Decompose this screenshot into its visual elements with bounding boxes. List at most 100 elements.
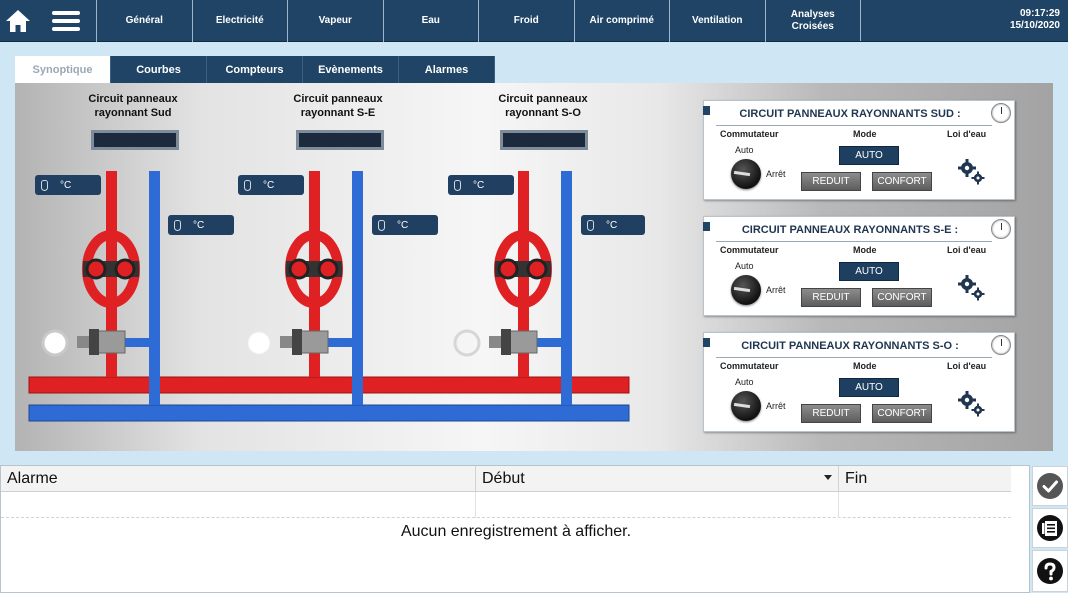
alarm-filter-row xyxy=(1,492,1011,518)
filter-debut[interactable] xyxy=(476,492,839,518)
schedule-clock-icon[interactable] xyxy=(991,219,1011,239)
commutateur-label: Commutateur xyxy=(720,129,779,139)
confort-button[interactable]: CONFORT xyxy=(872,288,932,307)
tab-courbes[interactable]: Courbes xyxy=(111,56,207,83)
reduit-button[interactable]: REDUIT xyxy=(801,404,861,423)
panel-circuit-sud: CIRCUIT PANNEAUX RAYONNANTS SUD : Commut… xyxy=(703,100,1015,200)
valve-indicator xyxy=(41,329,69,357)
circuit-sud-display xyxy=(91,130,179,150)
temp-return-so[interactable]: °C xyxy=(581,215,645,235)
circuit-so-display xyxy=(500,130,588,150)
loi-label: Loi d'eau xyxy=(947,361,987,371)
hot-header-pipe xyxy=(28,376,630,394)
alarm-table-header: Alarme Début Fin xyxy=(1,466,1011,492)
top-navigation: Général Electricité Vapeur Eau Froid Air… xyxy=(0,0,1068,42)
help-icon xyxy=(1037,558,1063,584)
temp-return-se[interactable]: °C xyxy=(372,215,438,235)
circuit-se-display xyxy=(296,130,384,150)
temp-supply-se[interactable]: °C xyxy=(238,175,304,195)
panel-title: CIRCUIT PANNEAUX RAYONNANTS S-E : xyxy=(741,224,959,236)
clock-time: 09:17:29 xyxy=(1019,8,1060,19)
nav-electricite[interactable]: Electricité xyxy=(191,0,288,42)
tab-synoptique[interactable]: Synoptique xyxy=(15,56,111,83)
selector-knob[interactable] xyxy=(731,275,761,305)
switch-auto-label: Auto xyxy=(735,145,754,155)
confort-button[interactable]: CONFORT xyxy=(872,404,932,423)
commutateur-label: Commutateur xyxy=(720,245,779,255)
schedule-clock-icon[interactable] xyxy=(991,103,1011,123)
panel-circuit-so: CIRCUIT PANNEAUX RAYONNANTS S-O : Commut… xyxy=(703,332,1015,432)
cold-header-pipe xyxy=(28,404,630,422)
nav-air-comprime[interactable]: Air comprimé xyxy=(573,0,670,42)
switch-arret-label: Arrêt xyxy=(766,401,786,411)
column-alarme[interactable]: Alarme xyxy=(1,466,476,492)
switch-arret-label: Arrêt xyxy=(766,285,786,295)
temp-supply-so[interactable]: °C xyxy=(448,175,514,195)
auto-button[interactable]: AUTO xyxy=(839,262,899,281)
acknowledge-button[interactable] xyxy=(1032,466,1068,506)
nav-eau[interactable]: Eau xyxy=(382,0,479,42)
selector-knob[interactable] xyxy=(731,391,761,421)
valve-indicator xyxy=(453,329,481,357)
selector-knob[interactable] xyxy=(731,159,761,189)
loi-label: Loi d'eau xyxy=(947,245,987,255)
gears-icon[interactable] xyxy=(957,273,985,301)
column-debut[interactable]: Début xyxy=(476,466,839,492)
menu-button[interactable] xyxy=(36,0,96,42)
column-debut-label: Début xyxy=(482,470,525,487)
mode-label: Mode xyxy=(853,245,877,255)
circuit-se-title: Circuit panneaux rayonnant S-E xyxy=(293,93,383,119)
nav-ventilation[interactable]: Ventilation xyxy=(669,0,765,42)
circuit-so-title: Circuit panneaux rayonnant S-O xyxy=(498,93,588,119)
list-report-icon xyxy=(1037,515,1063,541)
nav-vapeur[interactable]: Vapeur xyxy=(287,0,383,42)
filter-alarme[interactable] xyxy=(1,492,476,518)
circuit-se-hydraulics xyxy=(247,171,363,405)
commutateur-label: Commutateur xyxy=(720,361,779,371)
nav-analyses-croisees[interactable]: Analyses Croisées xyxy=(764,0,861,42)
temp-supply-sud[interactable]: °C xyxy=(35,175,101,195)
hamburger-icon xyxy=(52,11,80,31)
thermometer-icon xyxy=(244,179,251,191)
switch-auto-label: Auto xyxy=(735,261,754,271)
column-fin[interactable]: Fin xyxy=(845,470,868,487)
reduit-button[interactable]: REDUIT xyxy=(801,288,861,307)
clock-date: 15/10/2020 xyxy=(1009,20,1060,31)
circuit-sud-title: Circuit panneaux rayonnant Sud xyxy=(88,93,178,119)
tab-compteurs[interactable]: Compteurs xyxy=(207,56,303,83)
tab-alarmes[interactable]: Alarmes xyxy=(399,56,495,83)
report-button[interactable] xyxy=(1032,508,1068,548)
tab-evenements[interactable]: Evènements xyxy=(303,56,399,83)
valve-indicator xyxy=(247,331,271,355)
thermometer-icon xyxy=(174,219,181,231)
temp-return-sud[interactable]: °C xyxy=(168,215,234,235)
filter-fin[interactable] xyxy=(839,492,1011,518)
auto-button[interactable]: AUTO xyxy=(839,146,899,165)
help-button[interactable] xyxy=(1032,550,1068,592)
switch-arret-label: Arrêt xyxy=(766,169,786,179)
sort-desc-icon xyxy=(824,475,832,480)
nav-froid[interactable]: Froid xyxy=(478,0,574,42)
clock: 09:17:29 15/10/2020 xyxy=(958,0,1068,41)
sub-tabs: Synoptique Courbes Compteurs Evènements … xyxy=(15,56,495,83)
hydraulic-diagram xyxy=(28,171,630,422)
thermometer-icon xyxy=(587,219,594,231)
reduit-button[interactable]: REDUIT xyxy=(801,172,861,191)
home-icon xyxy=(6,10,30,32)
thermometer-icon xyxy=(454,179,461,191)
check-circle-icon xyxy=(1037,473,1063,499)
confort-button[interactable]: CONFORT xyxy=(872,172,932,191)
auto-button[interactable]: AUTO xyxy=(839,378,899,397)
circuit-so-hydraulics xyxy=(453,171,572,405)
schedule-clock-icon[interactable] xyxy=(991,335,1011,355)
gears-icon[interactable] xyxy=(957,157,985,185)
home-button[interactable] xyxy=(0,0,36,42)
mode-label: Mode xyxy=(853,129,877,139)
gears-icon[interactable] xyxy=(957,389,985,417)
thermometer-icon xyxy=(41,179,48,191)
panel-title: CIRCUIT PANNEAUX RAYONNANTS S-O : xyxy=(741,340,959,352)
nav-general[interactable]: Général xyxy=(96,0,192,42)
alarm-table: Alarme Début Fin Aucun enregistrement à … xyxy=(0,465,1030,593)
switch-auto-label: Auto xyxy=(735,377,754,387)
mode-label: Mode xyxy=(853,361,877,371)
